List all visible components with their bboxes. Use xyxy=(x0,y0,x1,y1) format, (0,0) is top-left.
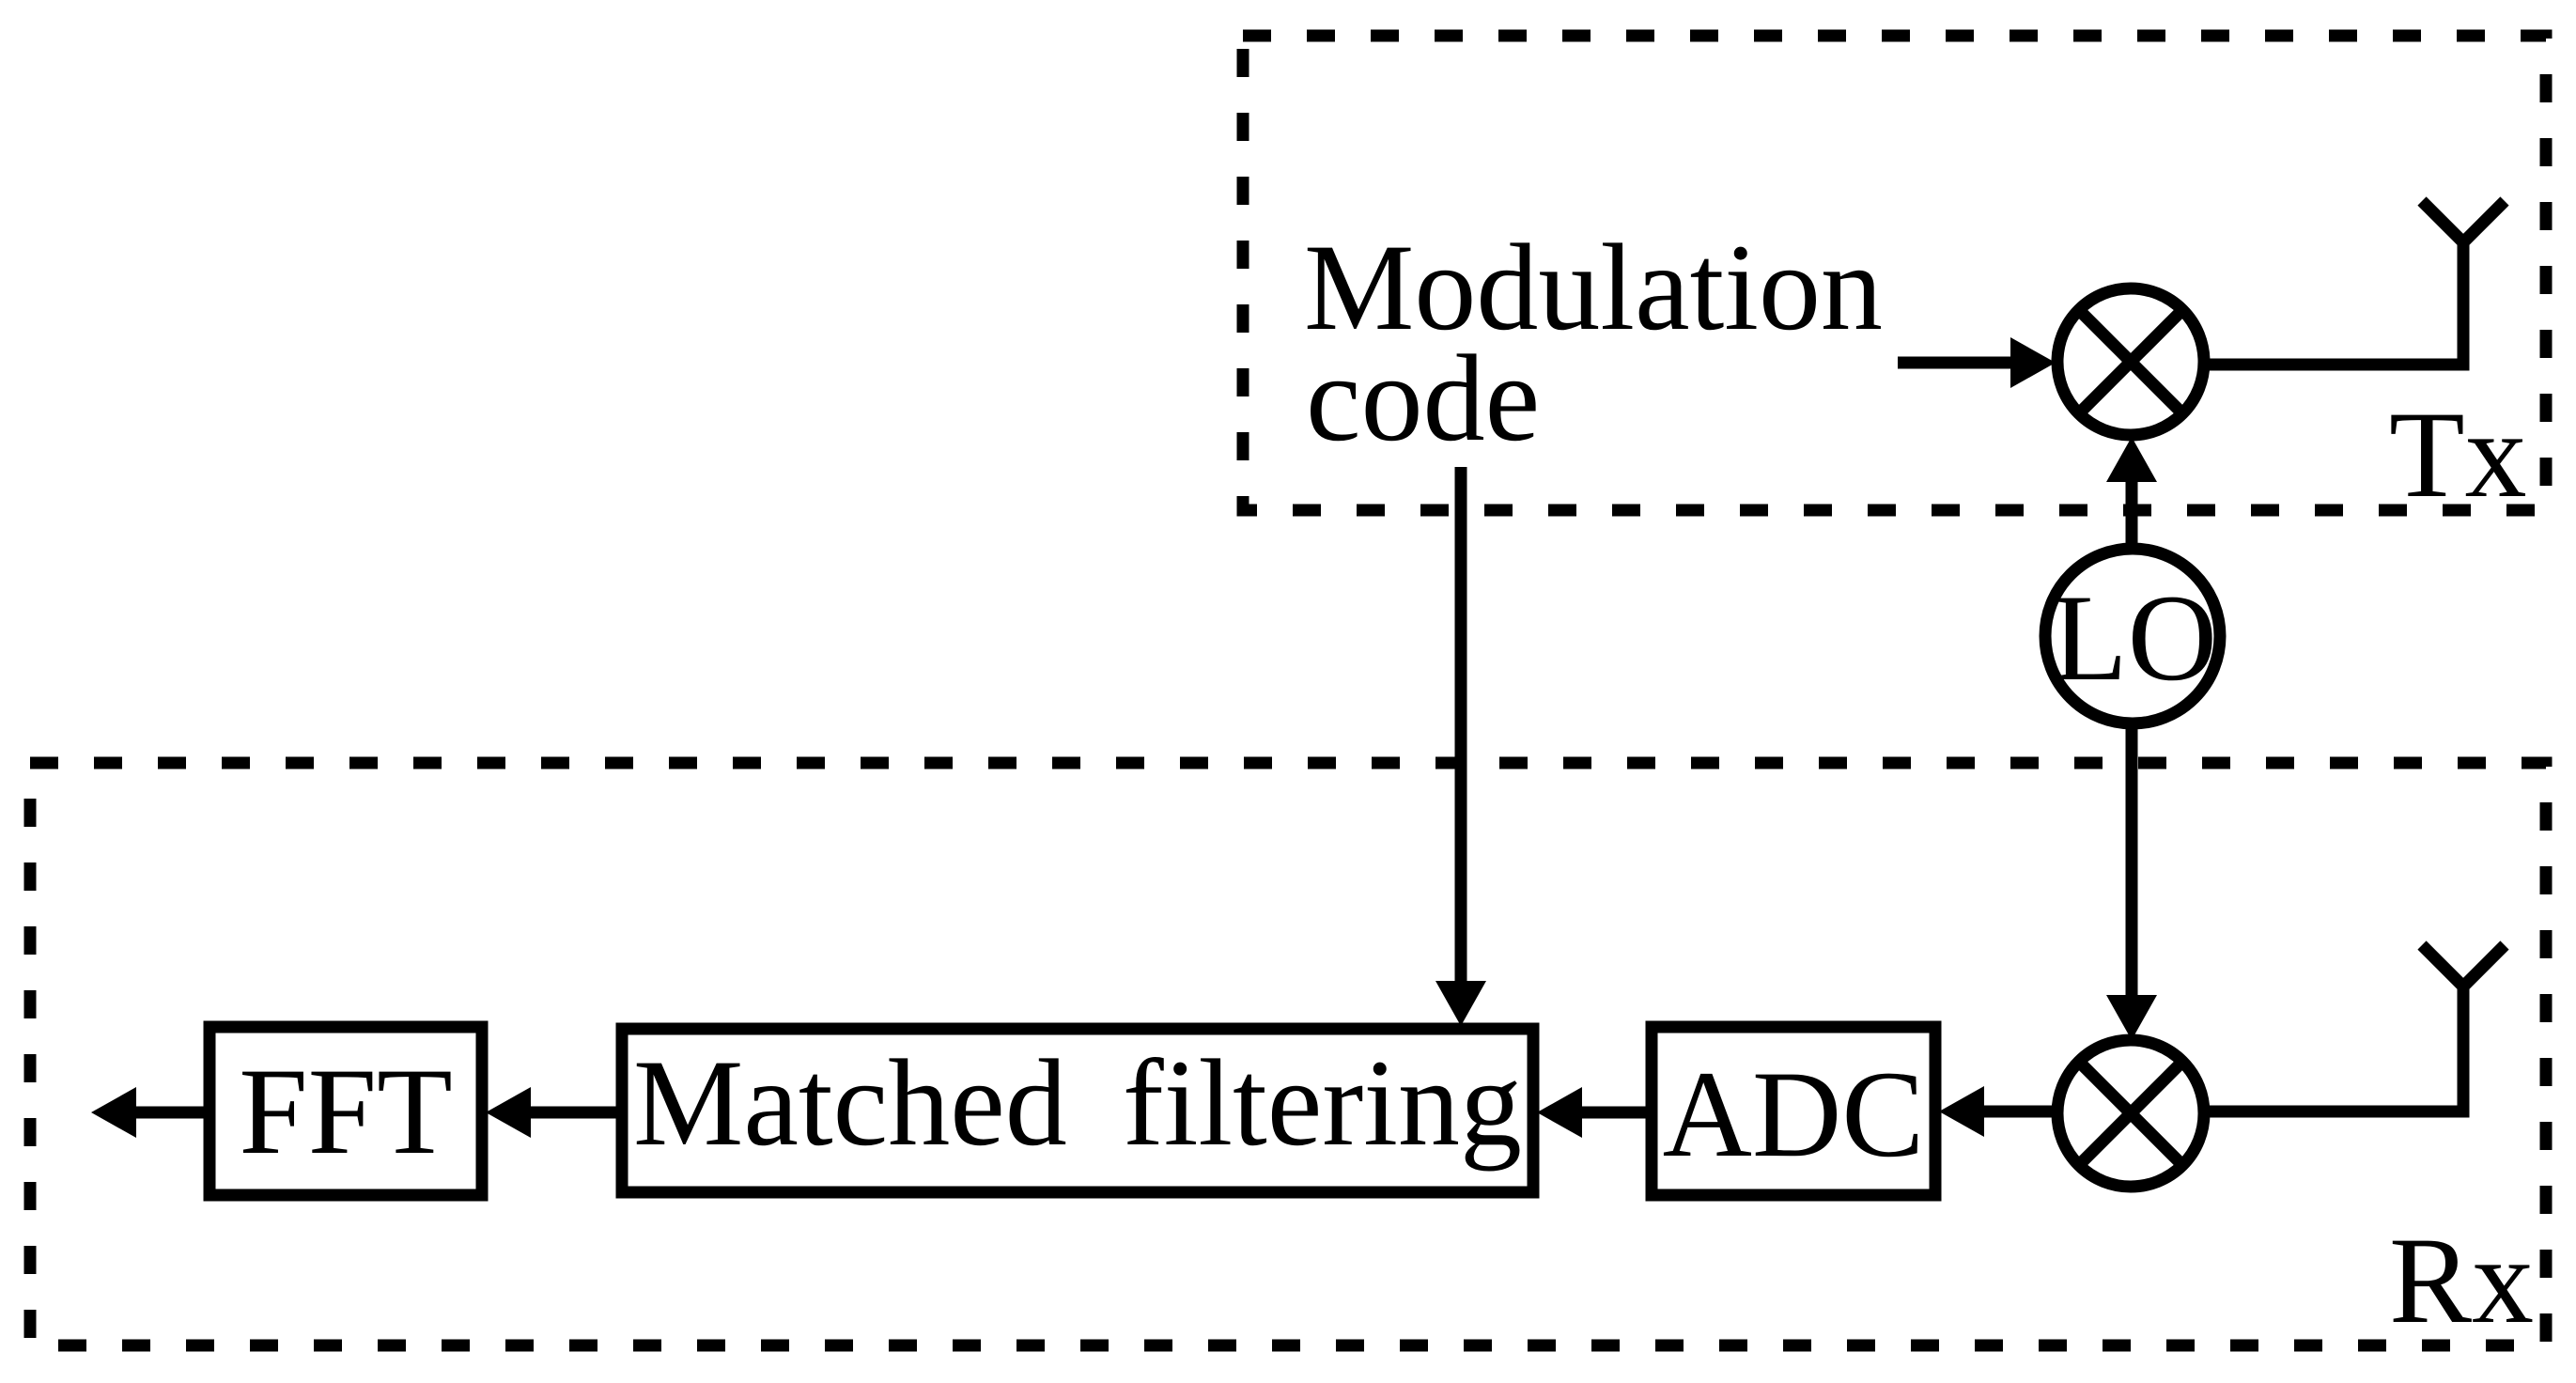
modulation-code-label-line1: Modulation xyxy=(1304,218,1883,356)
wire-rx-mixer-to-adc xyxy=(1939,1086,2057,1137)
adc-label: ADC xyxy=(1663,1045,1925,1183)
wire-modcode-to-tx-mixer xyxy=(1898,337,2056,388)
fft-label: FFT xyxy=(239,1042,452,1180)
arrowhead-left-into-adc xyxy=(1939,1086,1984,1137)
wire-fft-output xyxy=(91,1087,209,1138)
tx-region-box xyxy=(1236,29,2553,517)
rx-mixer-cross-line2 xyxy=(2074,1057,2187,1170)
adc-block xyxy=(1645,1020,1942,1202)
wire-tx-mixer-to-antenna xyxy=(2204,242,2470,371)
wire-adc-to-matched-filtering xyxy=(1537,1087,1652,1138)
wire-rx-antenna-to-mixer xyxy=(2204,987,2470,1118)
arrowhead-left-into-matched-filtering xyxy=(1537,1087,1582,1138)
arrowhead-left-into-fft xyxy=(486,1087,531,1138)
rx-region-box xyxy=(23,756,2553,1352)
matched-filtering-block xyxy=(615,1022,1540,1199)
rx-antenna-icon xyxy=(2417,940,2509,996)
tx-mixer-icon xyxy=(2051,282,2211,442)
tx-region-label: Tx xyxy=(2389,385,2527,523)
arrowhead-right-into-tx-mixer xyxy=(2010,337,2056,388)
arrowhead-down-into-matched-filtering xyxy=(1435,981,1486,1026)
wire-lo-to-tx-mixer xyxy=(2106,437,2157,549)
wire-lo-to-rx-mixer xyxy=(2106,723,2157,1040)
tx-mixer-cross-line2 xyxy=(2074,305,2187,418)
lo-label: LO xyxy=(2052,568,2217,707)
matched-filtering-label: Matched filtering xyxy=(633,1033,1522,1172)
tx-antenna-icon xyxy=(2417,196,2509,252)
wire-matched-filtering-to-fft xyxy=(486,1087,622,1138)
wire-modcode-to-matched-filtering xyxy=(1435,467,1486,1026)
arrowhead-left-fft-output xyxy=(91,1087,136,1138)
rx-region-label: Rx xyxy=(2389,1211,2534,1349)
modulation-code-label-line2: code xyxy=(1306,329,1540,467)
rx-mixer-icon xyxy=(2051,1033,2211,1193)
arrowhead-up-into-tx-mixer xyxy=(2106,437,2157,482)
arrowhead-down-into-rx-mixer xyxy=(2106,995,2157,1040)
